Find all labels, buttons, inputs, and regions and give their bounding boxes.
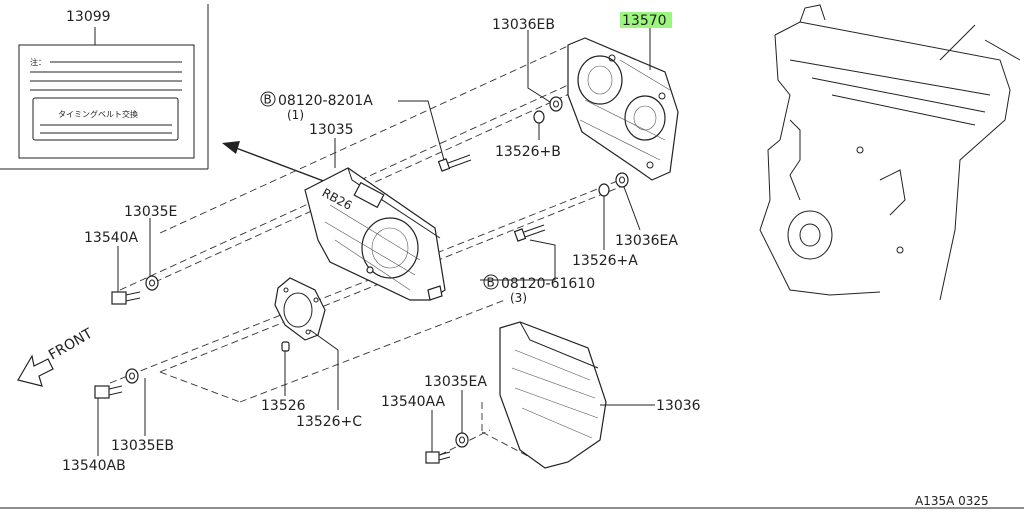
engine-block bbox=[759, 4, 1021, 301]
qty-08120-8201a: (1) bbox=[287, 108, 304, 122]
fasteners bbox=[94, 96, 629, 464]
bolt-13540ab[interactable] bbox=[94, 385, 123, 399]
front-timing-cover: RB26 bbox=[304, 167, 446, 301]
ring-13526a[interactable] bbox=[598, 183, 610, 197]
cover-label-plate bbox=[353, 181, 385, 209]
dowel-13526[interactable] bbox=[281, 341, 290, 352]
part-labels: 13570 13036EB B 08120-8201A (1) 13035 13… bbox=[62, 12, 701, 474]
bolt-marker-08120-61610: B bbox=[483, 274, 499, 290]
label-13526b[interactable]: 13526+B bbox=[495, 144, 561, 160]
caution-label-card bbox=[18, 44, 195, 159]
label-13036[interactable]: 13036 bbox=[656, 398, 701, 414]
label-13540ab[interactable]: 13540AB bbox=[62, 458, 126, 474]
ring-13526b[interactable] bbox=[533, 110, 545, 124]
grommet-13035ea[interactable] bbox=[455, 432, 469, 448]
front-arrow-icon bbox=[17, 354, 54, 387]
label-card-text: タイミングベルト交換 bbox=[58, 109, 138, 119]
label-13035ea[interactable]: 13035EA bbox=[424, 374, 487, 390]
label-13036eb[interactable]: 13036EB bbox=[492, 17, 555, 33]
label-13526a[interactable]: 13526+A bbox=[572, 253, 638, 269]
bolt-13540a[interactable] bbox=[111, 291, 141, 305]
diagram-caption: A135A 0325 bbox=[915, 494, 989, 508]
lower-timing-cover bbox=[499, 321, 607, 469]
bolt-marker-08120-8201a: B bbox=[260, 91, 276, 107]
leader-lines bbox=[97, 28, 655, 456]
label-13540aa[interactable]: 13540AA bbox=[381, 394, 446, 410]
label-13035e[interactable]: 13035E bbox=[124, 204, 177, 220]
label-13035eb[interactable]: 13035EB bbox=[111, 438, 174, 454]
grommet-13036ea[interactable] bbox=[615, 172, 629, 188]
label-13036ea[interactable]: 13036EA bbox=[615, 233, 678, 249]
label-card-note: 注： bbox=[30, 57, 46, 67]
grommet-13035e[interactable] bbox=[145, 275, 159, 291]
label-13035[interactable]: 13035 bbox=[309, 122, 354, 138]
bolt-08120-8201a[interactable] bbox=[437, 154, 472, 172]
qty-08120-61610: (3) bbox=[510, 291, 527, 305]
front-direction: FRONT bbox=[17, 325, 96, 387]
rear-timing-cover bbox=[567, 37, 679, 181]
front-label: FRONT bbox=[46, 325, 96, 363]
label-08120-61610[interactable]: 08120-61610 bbox=[501, 276, 595, 292]
svg-text:B: B bbox=[487, 276, 495, 290]
highlight-13570 bbox=[620, 12, 672, 28]
bolt-08120-61610[interactable] bbox=[513, 224, 546, 242]
svg-text:B: B bbox=[264, 93, 272, 107]
label-13570[interactable]: 13570 bbox=[622, 13, 667, 29]
label-13540a[interactable]: 13540A bbox=[84, 230, 139, 246]
grommet-13035eb[interactable] bbox=[125, 368, 139, 384]
label-inset: 13099 注： タイミングベルト交換 bbox=[0, 4, 209, 170]
gasket-13526c bbox=[274, 277, 326, 341]
grommet-13036eb[interactable] bbox=[549, 96, 563, 112]
label-13526[interactable]: 13526 bbox=[261, 398, 306, 414]
label-08120-8201a[interactable]: 08120-8201A bbox=[278, 93, 373, 109]
label-13526c[interactable]: 13526+C bbox=[296, 414, 362, 430]
bolt-13540aa[interactable] bbox=[425, 451, 451, 464]
label-13099[interactable]: 13099 bbox=[66, 9, 111, 25]
